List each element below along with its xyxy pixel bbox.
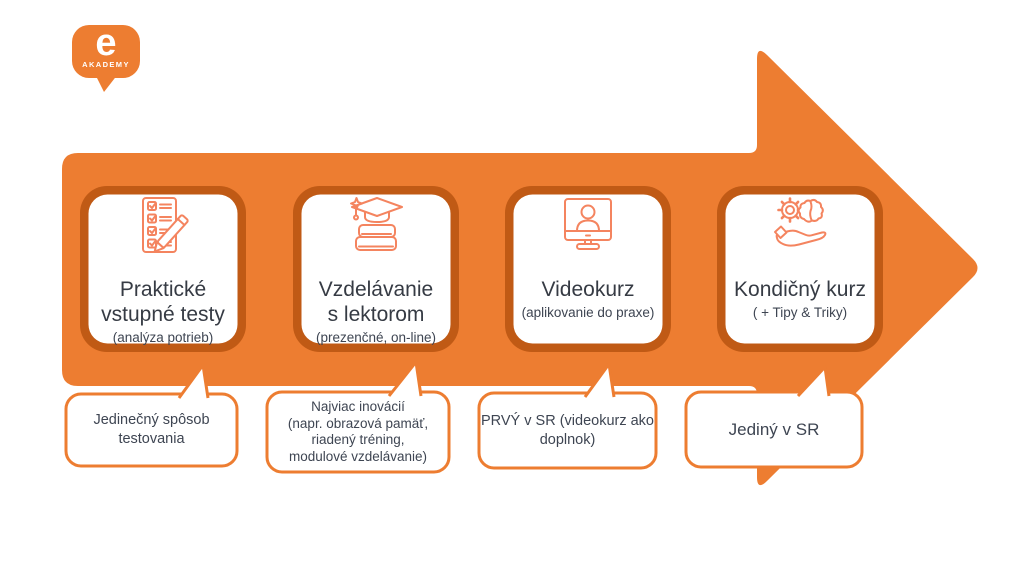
step-card-3 <box>505 186 671 352</box>
step-4-subtitle: ( + Tipy & Triky) <box>752 305 848 320</box>
step-3-text: Videokurz (aplikovanie do praxe) <box>513 277 663 321</box>
callout-bubble-1 <box>64 363 239 468</box>
pencil-glyph <box>153 214 189 253</box>
graduation-books-icon <box>350 197 403 251</box>
step-1-text: Praktické vstupné testy (analýza potrieb… <box>88 277 238 346</box>
callout-2-label: Najviac inovácií (napr. obrazová pamäť, … <box>287 399 429 464</box>
logo-brand: AKADEMY <box>82 60 130 69</box>
checklist-icon <box>142 197 189 253</box>
step-2-subtitle: (prezenčné, on-line) <box>315 330 437 345</box>
card-body <box>301 194 451 344</box>
callout-3-label: PRVÝ v SR (videokurz ako doplnok) <box>481 412 654 448</box>
hand-gear-brain-icon <box>774 197 827 247</box>
step-card-1 <box>80 186 246 352</box>
step-card-2 <box>293 186 459 352</box>
logo-bubble <box>72 25 140 92</box>
callout-tail <box>796 365 831 398</box>
callout-2-text: Najviac inovácií (napr. obrazová pamäť, … <box>267 392 449 472</box>
callout-3-text: PRVÝ v SR (videokurz ako doplnok) <box>479 393 656 468</box>
logo-letter: e <box>95 22 117 64</box>
step-3-title: Videokurz <box>541 278 635 301</box>
callout-1-label: Jedinečný spôsob testovania <box>93 412 210 447</box>
step-1-title: Praktické vstupné testy <box>101 278 225 326</box>
callout-4-label: Jediný v SR <box>728 420 820 439</box>
callout-4-text: Jediný v SR <box>686 392 862 467</box>
callout-1-text: Jedinečný spôsob testovania <box>66 394 237 466</box>
video-call-monitor-icon <box>564 198 612 250</box>
step-1-subtitle: (analýza potrieb) <box>112 330 214 345</box>
callout-tail <box>583 362 616 398</box>
callout-tail <box>177 363 210 399</box>
card-body <box>725 194 875 344</box>
step-4-text: Kondičný kurz ( + Tipy & Triky) <box>725 277 875 321</box>
callout-bubble-4 <box>684 365 864 469</box>
step-card-4 <box>717 186 883 352</box>
callout-bubble-3 <box>477 362 658 470</box>
step-3-subtitle: (aplikovanie do praxe) <box>521 305 655 320</box>
step-4-title: Kondičný kurz <box>734 278 866 301</box>
card-body <box>513 194 663 344</box>
step-2-text: Vzdelávanie s lektorom (prezenčné, on-li… <box>301 277 451 346</box>
callout-bubble-2 <box>265 360 451 474</box>
card-body <box>88 194 238 344</box>
callout-tail <box>387 360 423 397</box>
step-2-title: Vzdelávanie s lektorom <box>318 278 434 326</box>
